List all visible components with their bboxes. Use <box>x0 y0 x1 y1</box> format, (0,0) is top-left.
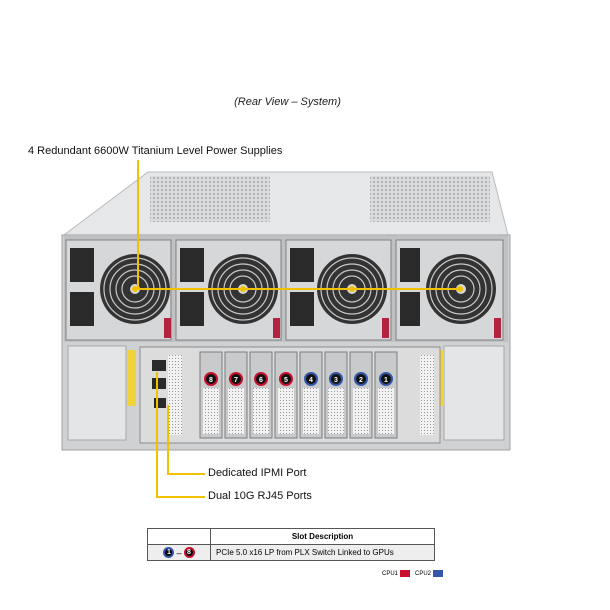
legend-label-cpu1: CPU1 <box>382 570 399 577</box>
view-caption: (Rear View – System) <box>234 96 341 108</box>
slot-number-label: 7 <box>234 377 238 384</box>
pcie-slot-vent <box>353 388 369 434</box>
power-inlet <box>70 292 94 326</box>
slot-number-label: 8 <box>209 377 213 384</box>
release-tab <box>382 318 389 338</box>
legend-swatch-cpu2 <box>433 570 444 577</box>
slot-number-badge <box>304 372 318 386</box>
slot-number-badge <box>329 372 343 386</box>
rj45-port <box>152 378 166 389</box>
pcie-slot-group: 8 7 6 5 4 3 2 1 <box>199 351 398 439</box>
rj45-callout-line <box>156 372 205 498</box>
pcie-slot-vent <box>378 388 394 434</box>
pcie-slot-vent <box>278 388 294 434</box>
slot-number-badge <box>229 372 243 386</box>
table-header-row: Slot Description <box>147 528 435 545</box>
ipmi-port <box>154 398 166 408</box>
slot-number-badge <box>379 372 393 386</box>
pcie-slot-vent <box>203 388 219 434</box>
slot-badge-start: 1 <box>163 547 175 558</box>
slot-description-table: Slot Description 1 – 8 PCIe 5.0 x16 LP f… <box>147 528 435 561</box>
slot-badge-end: 8 <box>183 547 195 558</box>
slot-number-badge <box>354 372 368 386</box>
release-tab <box>164 318 171 338</box>
callout-dots <box>132 286 463 292</box>
slot-number-label: 6 <box>259 377 263 384</box>
slot-number-label: 5 <box>284 377 288 384</box>
slot-range-cell: 1 – 8 <box>147 544 211 561</box>
rj45-port <box>152 360 166 371</box>
slot-number-label: 1 <box>384 377 388 384</box>
callout-rj45: Dual 10G RJ45 Ports <box>208 490 312 502</box>
table-row: 1 – 8 PCIe 5.0 x16 LP from PLX Switch Li… <box>147 544 435 561</box>
release-tab <box>273 318 280 338</box>
slot-number-badge <box>254 372 268 386</box>
slot-number-badge <box>204 372 218 386</box>
chassis-top-vent <box>370 176 490 222</box>
release-tab <box>494 318 501 338</box>
power-inlet <box>290 292 314 326</box>
pcie-slot-vent <box>303 388 319 434</box>
table-header-blank <box>147 528 211 545</box>
slot-range-separator: – <box>176 547 182 558</box>
callout-ipmi: Dedicated IPMI Port <box>208 467 307 479</box>
slot-description-cell: PCIe 5.0 x16 LP from PLX Switch Linked t… <box>210 544 435 561</box>
io-mesh <box>420 355 434 435</box>
power-inlet <box>400 248 420 282</box>
legend-swatch-cpu1 <box>400 570 411 577</box>
power-inlet <box>70 248 94 282</box>
cpu-legend: CPU1 CPU2 <box>382 570 444 577</box>
chassis-top-vent <box>150 176 270 222</box>
ipmi-callout-line <box>167 405 205 475</box>
power-inlet <box>180 292 204 326</box>
side-panel-left <box>67 345 127 441</box>
power-inlet <box>290 248 314 282</box>
slot-number-label: 2 <box>359 377 363 384</box>
slot-number-label: 3 <box>334 377 338 384</box>
power-inlet <box>180 248 204 282</box>
pcie-slot-vent <box>228 388 244 434</box>
power-supply <box>65 239 172 341</box>
io-mesh <box>168 355 182 435</box>
power-inlet <box>400 292 420 326</box>
slot-number-badge <box>279 372 293 386</box>
warning-label <box>127 350 136 406</box>
legend-label-cpu2: CPU2 <box>415 570 432 577</box>
callout-power-supplies: 4 Redundant 6600W Titanium Level Power S… <box>28 145 283 157</box>
pcie-slot-vent <box>328 388 344 434</box>
slot-number-label: 4 <box>309 377 313 384</box>
pcie-slot-vent <box>253 388 269 434</box>
table-header-title: Slot Description <box>210 528 435 545</box>
side-panel-right <box>443 345 505 441</box>
